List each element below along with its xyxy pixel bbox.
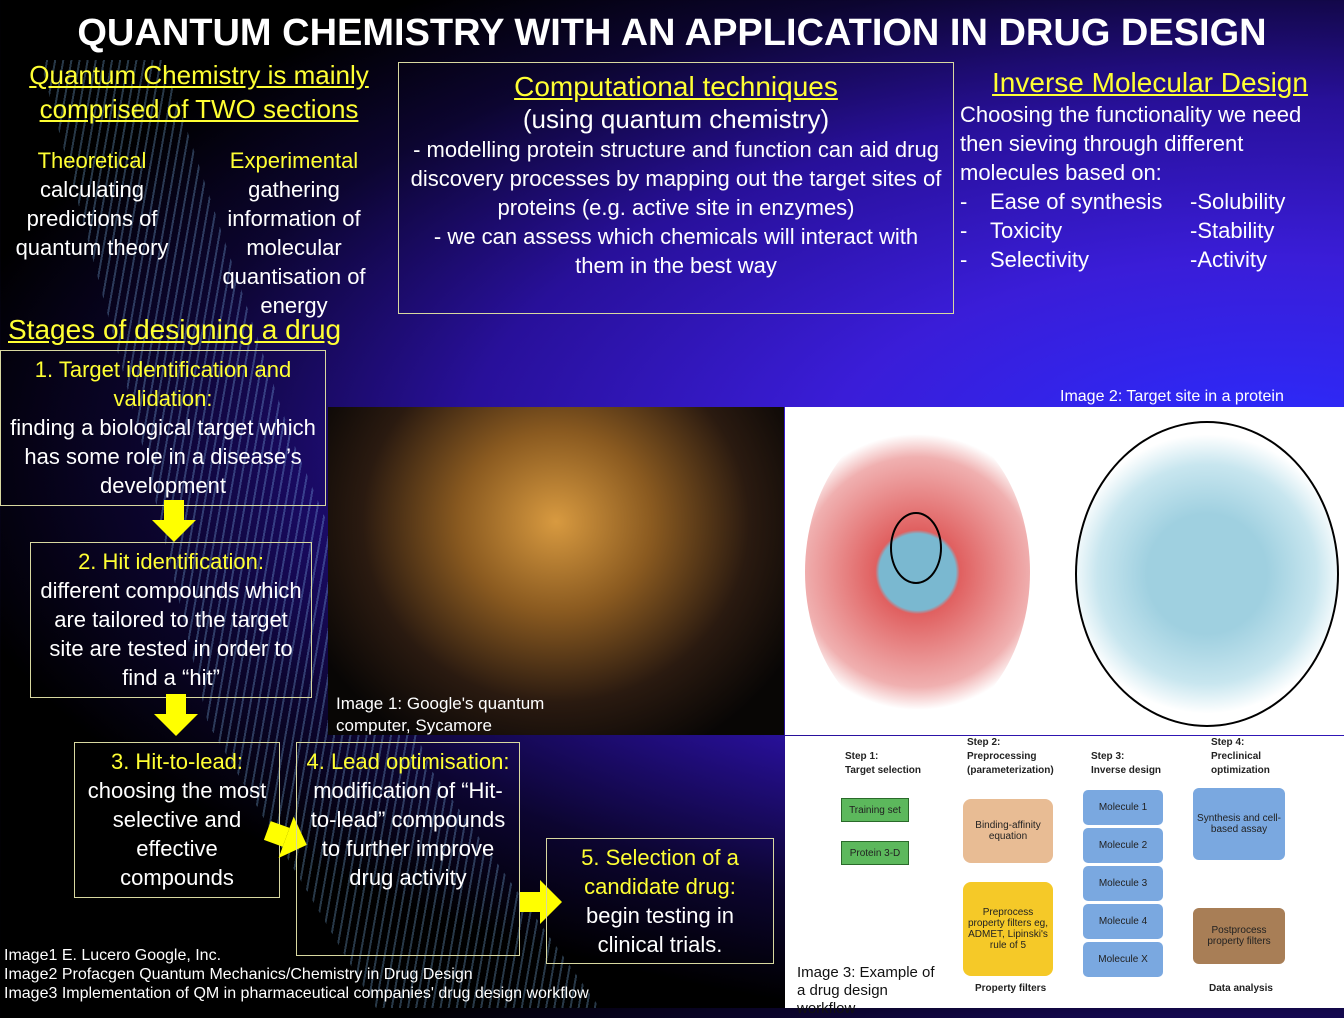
stage-5-box: 5. Selection of a candidate drug:begin t… <box>546 838 774 964</box>
stage-title: 1. Target identification and validation: <box>34 357 292 411</box>
theoretical-label: Theoretical <box>37 148 147 173</box>
down-arrow-icon <box>154 694 198 738</box>
criteria-item: Toxicity <box>990 218 1063 243</box>
computational-point: - we can assess which chemicals will int… <box>433 224 919 278</box>
molecule-node: Molecule 2 <box>1083 828 1163 863</box>
criteria-item: - <box>960 189 968 214</box>
sections-heading: Quantum Chemistry is mainly comprised of… <box>4 58 394 126</box>
image-1-caption: Image 1: Google's quantum computer, Syca… <box>336 694 545 735</box>
experimental-label: Experimental <box>229 148 359 173</box>
step-label: Step 1: Target selection <box>845 751 921 776</box>
stage-3-box: 3. Hit-to-lead: choosing the most selecti… <box>74 742 280 898</box>
heading-line: Quantum Chemistry is mainly <box>29 60 369 90</box>
quantum-computer-image: Image 1: Google's quantum computer, Syca… <box>328 407 784 735</box>
stage-text: begin testing in clinical trials. <box>586 903 734 957</box>
protein-node: Protein 3-D <box>841 841 909 865</box>
molecule-node: Molecule 4 <box>1083 904 1163 939</box>
page-title: QUANTUM CHEMISTRY WITH AN APPLICATION IN… <box>77 12 1267 54</box>
heading-line: comprised of TWO sections <box>39 94 359 124</box>
workflow-diagram: Step 1: Target selection Step 2: Preproc… <box>785 736 1344 1017</box>
criteria-row: -Ease of synthesis -Solubility <box>960 187 1340 216</box>
criteria-item: -Stability <box>1190 218 1275 243</box>
credit-line: Image3 Implementation of QM in pharmaceu… <box>4 985 589 1002</box>
step-label: Step 4: Preclinical optimization <box>1211 737 1270 776</box>
data-analysis-label: Data analysis <box>1209 983 1273 994</box>
molecule-node: Molecule 1 <box>1083 790 1163 825</box>
stage-title: 4. Lead optimisation: <box>306 749 510 774</box>
stage-1-box: 1. Target identification and validation:… <box>0 350 326 506</box>
training-set-node: Training set <box>841 798 909 822</box>
molecule-node: Molecule X <box>1083 942 1163 977</box>
stages-heading: Stages of designing a drug <box>8 314 342 345</box>
molecule-node: Molecule 3 <box>1083 866 1163 901</box>
criteria-row: -Selectivity -Activity <box>960 245 1340 274</box>
criteria-row: -Toxicity -Stability <box>960 216 1340 245</box>
computational-box: Computational techniques (using quantum … <box>398 62 954 314</box>
stage-text: modification of “Hit-to-lead” compounds … <box>310 778 506 890</box>
theoretical-text: calculating predictions of quantum theor… <box>15 177 169 260</box>
image-2-caption: Image 2: Target site in a protein <box>1060 388 1284 405</box>
criteria-item: - <box>960 218 968 243</box>
zoom-circle-small <box>890 512 942 584</box>
inverse-intro: Choosing the functionality we need then … <box>960 102 1302 185</box>
preprocess-filters-node: Preprocess property filters eg, ADMET, L… <box>963 882 1053 976</box>
synthesis-node: Synthesis and cell-based assay <box>1193 788 1285 860</box>
stage-text: different compounds which are tailored t… <box>40 578 302 690</box>
stage-2-box: 2. Hit identification: different compound… <box>30 542 312 698</box>
active-site-zoom-image <box>1075 421 1339 727</box>
credit-line: Image2 Profacgen Quantum Mechanics/Chemi… <box>4 966 473 983</box>
stage-title: 2. Hit identification: <box>78 549 264 574</box>
down-arrow-icon <box>152 500 196 544</box>
protein-target-image <box>785 407 1344 735</box>
stage-text: choosing the most selective and effectiv… <box>87 778 267 890</box>
experimental-section: Experimental gathering information of mo… <box>210 146 378 320</box>
inverse-heading: Inverse Molecular Design <box>992 67 1308 98</box>
computational-heading: Computational techniques <box>514 71 838 102</box>
criteria-item: -Activity <box>1190 247 1267 272</box>
stage-4-box: 4. Lead optimisation: modification of “Hi… <box>296 742 520 956</box>
binding-affinity-node: Binding-affinity equation <box>963 799 1053 863</box>
computational-point: - modelling protein structure and functi… <box>410 137 942 220</box>
step-label: Step 3: Inverse design <box>1091 751 1162 776</box>
theoretical-section: Theoretical calculating predictions of q… <box>4 146 180 262</box>
credit-line: Image1 E. Lucero Google, Inc. <box>4 947 222 964</box>
inverse-design-section: Inverse Molecular Design Choosing the fu… <box>960 66 1340 274</box>
stage-text: finding a biological target which has so… <box>10 415 316 498</box>
image-credits: Image1 E. Lucero Google, Inc. Image2 Pro… <box>4 946 589 1003</box>
criteria-item: - <box>960 247 968 272</box>
criteria-item: Selectivity <box>990 247 1090 272</box>
criteria-item: -Solubility <box>1190 189 1286 214</box>
right-arrow-icon <box>520 880 564 924</box>
image-3-caption: Image 3: Example of a drug design workfl… <box>797 964 935 1017</box>
criteria-item: Ease of synthesis <box>990 189 1163 214</box>
property-filters-label: Property filters <box>975 983 1047 994</box>
stage-title: 5. Selection of a candidate drug: <box>581 845 739 899</box>
stage-title: 3. Hit-to-lead: <box>110 749 244 774</box>
postprocess-node: Postprocess property filters <box>1193 908 1285 964</box>
step-label: Step 2: Preprocessing (parameterization) <box>967 737 1054 776</box>
experimental-text: gathering information of molecular quant… <box>222 177 366 318</box>
computational-subheading: (using quantum chemistry) <box>522 104 830 134</box>
